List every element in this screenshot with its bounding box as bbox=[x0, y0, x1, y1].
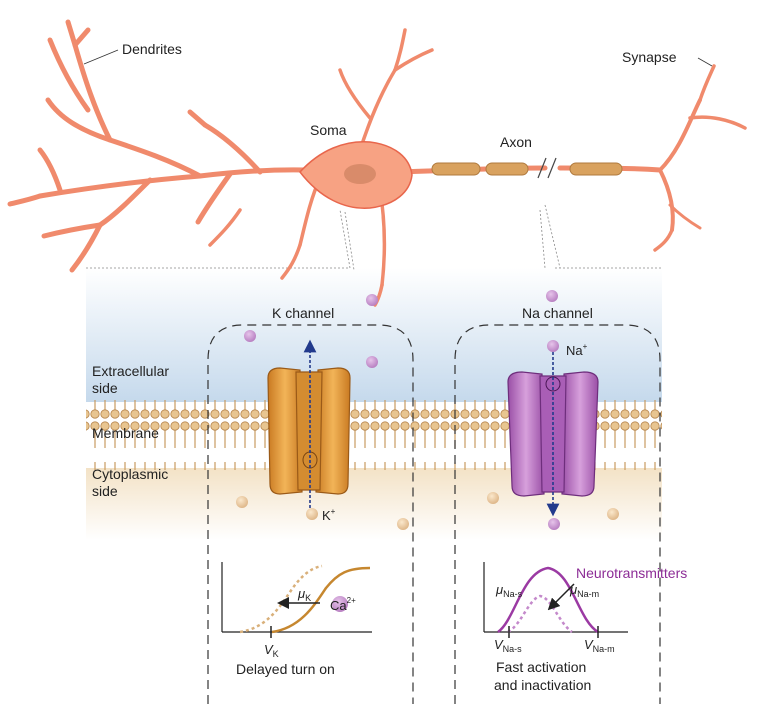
na-ion-label: Na+ bbox=[566, 342, 588, 358]
na-v-s-label: VNa-s bbox=[494, 637, 522, 654]
k-threshold-label: VK bbox=[264, 642, 279, 659]
zoom-lines bbox=[86, 204, 662, 271]
tan-ions bbox=[236, 492, 619, 530]
cytoplasmic-label: Cytoplasmic bbox=[92, 466, 168, 482]
na-activation-plot bbox=[483, 562, 628, 638]
dendrites-label: Dendrites bbox=[122, 41, 182, 57]
k-curve-main bbox=[271, 566, 371, 634]
na-channel-panel-outline bbox=[454, 324, 661, 704]
dendrites-leader bbox=[83, 49, 119, 65]
k-channel-title: K channel bbox=[272, 305, 334, 321]
dendrites-branch bbox=[7, 19, 343, 273]
soma-body bbox=[299, 141, 413, 209]
synapse-leader bbox=[697, 57, 713, 67]
myelin-sheaths bbox=[431, 162, 623, 176]
extracellular-label: Extracellular bbox=[92, 363, 169, 379]
k-activation-plot bbox=[221, 562, 372, 638]
na-mu-s-label: μNa-s bbox=[495, 582, 523, 599]
ca-label: Ca2+ bbox=[330, 596, 356, 613]
na-plot-caption-1: Fast activation bbox=[496, 659, 586, 675]
synapse-label: Synapse bbox=[622, 49, 677, 65]
na-channel-title: Na channel bbox=[522, 305, 593, 321]
k-ion-label: K+ bbox=[322, 507, 336, 523]
na-mu-m-label: μNa-m bbox=[569, 582, 599, 599]
k-mu-label: μK bbox=[297, 586, 311, 603]
cytoplasmic-label-side: side bbox=[92, 483, 118, 499]
neurotransmitters-label: Neurotransmitters bbox=[576, 565, 687, 581]
na-curve-shifted bbox=[507, 594, 573, 634]
membrane-label: Membrane bbox=[92, 425, 159, 441]
na-plot-caption-2: and inactivation bbox=[494, 677, 591, 693]
na-v-m-label: VNa-m bbox=[584, 637, 615, 654]
k-curve-shifted bbox=[239, 564, 323, 634]
k-plot-caption: Delayed turn on bbox=[236, 661, 335, 677]
soma-label: Soma bbox=[310, 122, 347, 138]
axon-break-mark bbox=[537, 157, 557, 179]
ca-ion bbox=[332, 596, 348, 612]
k-channel-protein bbox=[267, 367, 351, 495]
neurotransmitters-arrow bbox=[547, 583, 575, 611]
na-curve-main bbox=[497, 566, 599, 634]
neuron bbox=[7, 19, 747, 307]
k-channel-panel-outline bbox=[207, 324, 414, 704]
extracellular-label-side: side bbox=[92, 380, 118, 396]
axon-label: Axon bbox=[500, 134, 532, 150]
purple-ions bbox=[244, 290, 560, 530]
